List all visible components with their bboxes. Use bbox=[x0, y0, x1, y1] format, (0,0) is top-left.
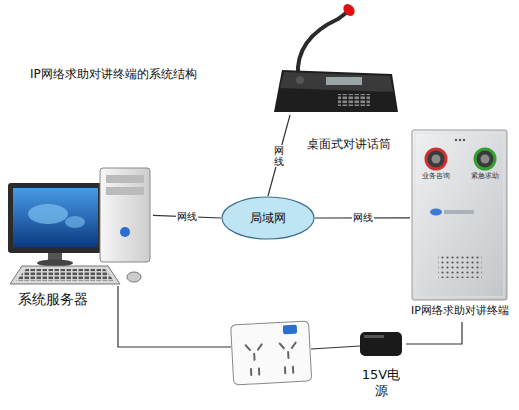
power-strip bbox=[231, 321, 312, 385]
node-label: 系统服务器 bbox=[18, 291, 88, 308]
mic-hole bbox=[459, 139, 461, 141]
intercom-panel-illustration bbox=[412, 130, 507, 300]
microphone-base bbox=[274, 70, 398, 112]
consult-button-center bbox=[432, 155, 441, 164]
lan-ellipse: 局域网 bbox=[221, 196, 315, 240]
keyboard-keys bbox=[16, 269, 114, 281]
node-label: 局域网 bbox=[250, 211, 286, 225]
emergency-button-center bbox=[481, 155, 490, 164]
computer-tower bbox=[100, 168, 150, 262]
power-adapter: 15V电源 bbox=[356, 330, 406, 358]
diagram-title: IP网络求助对讲终端的系统结构 bbox=[30, 66, 197, 83]
lan-ellipse-shape bbox=[222, 197, 314, 239]
cable-label: 网线 bbox=[352, 212, 374, 223]
panel-body bbox=[412, 130, 507, 300]
button-label: 紧急求助 bbox=[471, 173, 499, 181]
computer-illustration bbox=[8, 168, 150, 284]
monitor-base bbox=[37, 260, 73, 267]
button-label: 业务咨询 bbox=[422, 173, 450, 181]
adapter-highlight bbox=[364, 335, 384, 338]
emergency-button bbox=[475, 149, 495, 169]
socket bbox=[246, 343, 298, 376]
cable-label: 网线 bbox=[273, 145, 285, 167]
desk-microphone: 桌面式对讲话筒 bbox=[272, 3, 400, 115]
monitor-screen bbox=[13, 188, 98, 247]
intercom-terminal: IP网络求助对讲终端 bbox=[410, 130, 510, 322]
network-cable bbox=[268, 115, 290, 196]
system-server: 系统服务器 bbox=[5, 165, 153, 285]
screen-globe bbox=[65, 216, 85, 228]
desk-microphone-illustration bbox=[274, 2, 398, 112]
gooseneck bbox=[298, 13, 346, 76]
drive-bay bbox=[106, 187, 144, 195]
cable-label: 网线 bbox=[176, 211, 198, 222]
power-button bbox=[120, 227, 130, 237]
drive-bay bbox=[106, 175, 144, 183]
power-wire bbox=[118, 286, 231, 347]
mic-hole bbox=[455, 139, 457, 141]
keyboard bbox=[10, 266, 120, 284]
microphone-panel bbox=[280, 72, 393, 92]
adapter-body bbox=[360, 332, 402, 356]
logo-mark bbox=[430, 209, 442, 216]
logo-bar bbox=[444, 210, 474, 214]
power-strip-illustration bbox=[231, 321, 312, 385]
gooseneck-socket bbox=[296, 76, 304, 84]
node-label: 15V电源 bbox=[359, 367, 403, 398]
node-label: IP网络求助对讲终端 bbox=[410, 304, 510, 317]
mic-hole bbox=[463, 139, 465, 141]
strip-switch bbox=[283, 325, 297, 335]
microphone-tip bbox=[341, 2, 357, 18]
power-wire bbox=[311, 346, 360, 349]
power-adapter-illustration bbox=[360, 332, 402, 356]
network-cable bbox=[406, 322, 462, 344]
microphone-display bbox=[326, 77, 362, 85]
speaker-grille bbox=[438, 256, 482, 278]
consult-button bbox=[426, 149, 446, 169]
mouse bbox=[127, 272, 141, 282]
microphone-keypad bbox=[338, 94, 370, 106]
node-label: 桌面式对讲话筒 bbox=[307, 137, 391, 151]
monitor bbox=[8, 183, 103, 253]
screen-globe bbox=[28, 204, 68, 224]
panel-bevel bbox=[415, 133, 504, 297]
